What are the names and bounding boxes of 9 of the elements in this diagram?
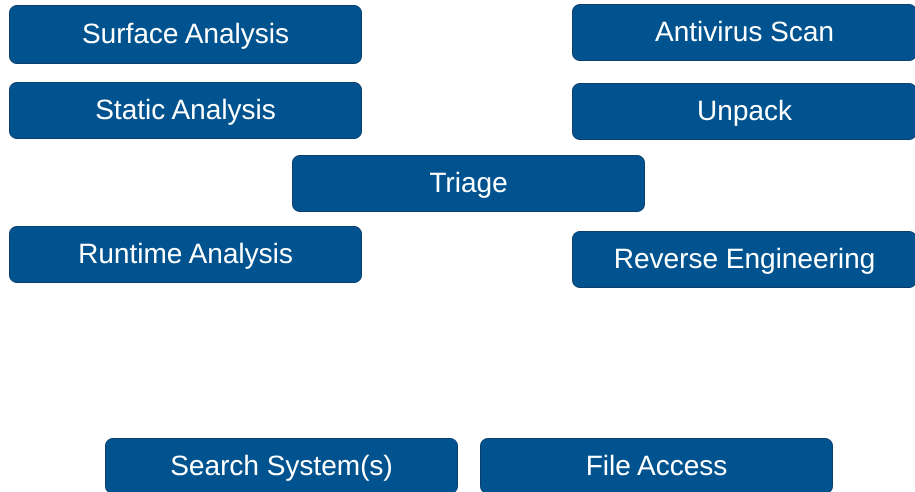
process-box: Search System(s) (105, 438, 458, 492)
process-box: Triage (292, 155, 645, 212)
process-box: Static Analysis (9, 82, 362, 139)
process-box: Runtime Analysis (9, 226, 362, 283)
process-box: File Access (480, 438, 833, 492)
process-box: Unpack (572, 83, 915, 140)
process-box: Antivirus Scan (572, 4, 915, 61)
process-box: Reverse Engineering (572, 231, 915, 288)
process-box: Surface Analysis (9, 5, 362, 64)
